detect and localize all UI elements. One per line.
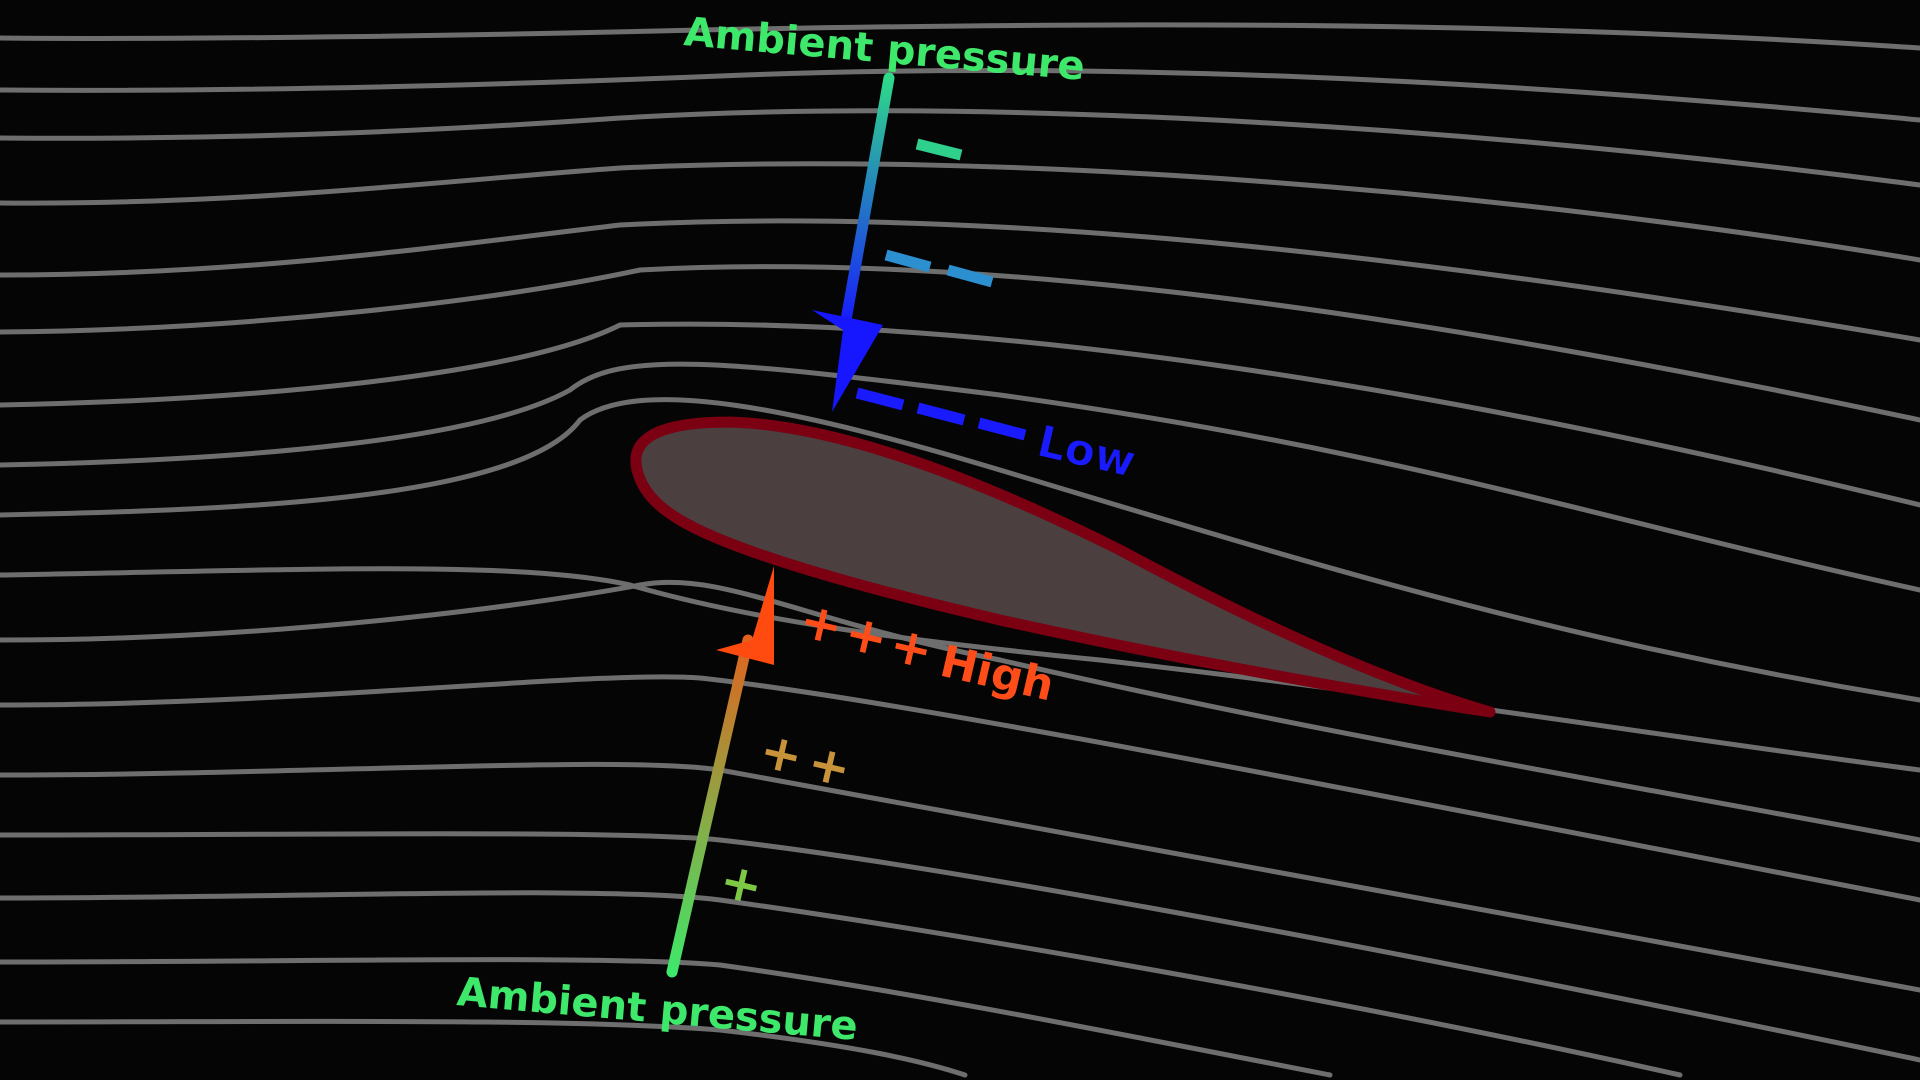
streamline xyxy=(0,397,1920,703)
low-dash xyxy=(884,249,932,273)
bottom-arrow-head xyxy=(716,566,774,665)
streamline xyxy=(0,108,1920,188)
streamline xyxy=(0,361,1920,593)
streamline xyxy=(0,321,1920,508)
low-dash xyxy=(915,138,963,161)
top-arrow-head xyxy=(812,310,883,412)
low-dash xyxy=(977,417,1027,441)
streamline xyxy=(0,67,1920,123)
streamline xyxy=(0,674,1920,903)
ambient-pressure-arrow-top xyxy=(812,72,895,412)
ambient-pressure-arrow-bottom xyxy=(666,566,774,978)
low-dash xyxy=(946,264,994,288)
bottom-arrow-shaft xyxy=(666,634,754,978)
streamline xyxy=(0,566,1920,773)
airfoil xyxy=(630,416,1496,718)
streamline xyxy=(0,890,1683,1078)
streamline xyxy=(0,579,1920,843)
streamline xyxy=(0,831,1920,1063)
low-dash xyxy=(916,402,966,426)
streamlines xyxy=(0,22,1920,1078)
streamline xyxy=(0,264,1920,423)
streamline xyxy=(0,22,1920,51)
low-dash xyxy=(855,387,905,411)
streamline xyxy=(0,761,1920,993)
top-arrow-shaft xyxy=(840,72,895,326)
streamline xyxy=(0,161,1920,263)
streamline xyxy=(0,1018,968,1078)
streamline xyxy=(0,957,1333,1078)
streamline xyxy=(0,218,1920,343)
low-pressure-dashes xyxy=(855,138,1027,441)
